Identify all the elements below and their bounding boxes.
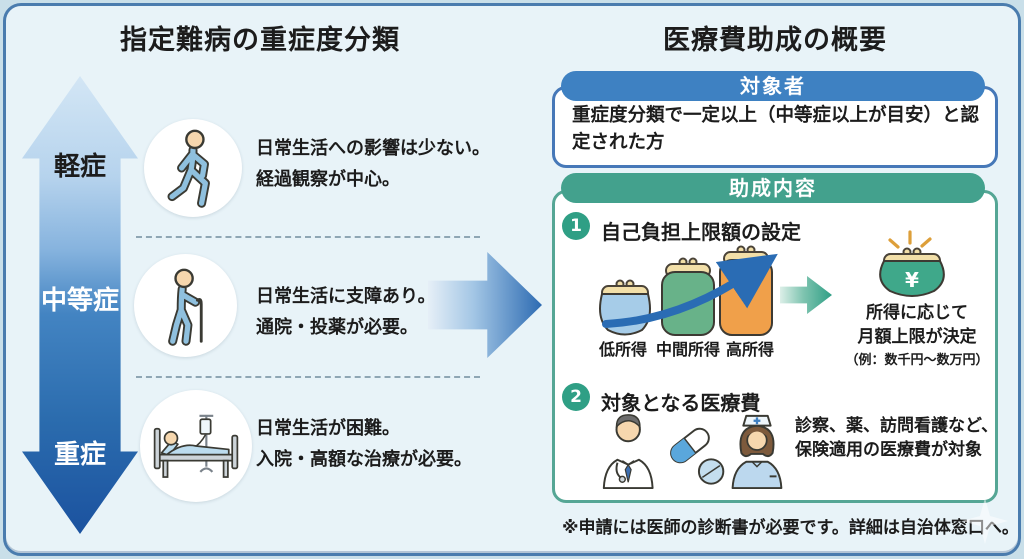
doctor-icon (602, 414, 654, 490)
moderate-row-icon-circle (134, 254, 237, 357)
nurse-icon (731, 414, 783, 490)
rising-trend-arrow-icon (602, 253, 778, 328)
patient-in-bed-icon (146, 408, 246, 484)
result-line3: （例：数千円〜数万円） (845, 353, 989, 368)
severity-gradient-arrow (22, 76, 138, 534)
income-label-middle: 中間所得 (655, 340, 720, 359)
footnote: ※申請には医師の診断書が必要です。詳細は自治体窓口へ。 (562, 518, 1019, 538)
item1-number-badge: 1 (562, 212, 590, 240)
covered-expenses-line1: 診察、薬、訪問看護など、 (795, 416, 999, 436)
severity-label-moderate: 中等症 (40, 286, 119, 316)
subsidy-section-header: 助成内容 (561, 173, 985, 203)
severe-row-text: 日常生活が困難。 入院・高額な治療が必要。 (256, 413, 472, 475)
mild-row-text: 日常生活への影響は少ない。 経過観察が中心。 (256, 133, 490, 195)
income-label-low: 低所得 (598, 340, 647, 359)
right-panel-title: 医療費助成の概要 (663, 25, 887, 56)
target-section-body: 重症度分類で一定以上（中等症以上が目安）と認定された方 (572, 105, 980, 153)
income-label-high: 高所得 (725, 340, 774, 359)
person-with-cane-icon (155, 266, 217, 346)
mild-row-line1: 日常生活への影響は少ない。 (256, 138, 490, 159)
severe-row-icon-circle (140, 390, 252, 502)
yen-purse-graphic: ¥ (872, 228, 952, 300)
severe-row-line2: 入院・高額な治療が必要。 (256, 449, 472, 470)
yen-symbol: ¥ (905, 268, 919, 292)
mild-row-line2: 経過観察が中心。 (256, 169, 400, 190)
row-divider (136, 376, 480, 378)
row-divider (136, 236, 480, 238)
item1-title: 自己負担上限額の設定 (601, 220, 801, 244)
subsidy-section-box (552, 190, 998, 503)
covered-expenses-text: 診察、薬、訪問看護など、 保険適用の医療費が対象 (795, 414, 1005, 462)
severity-label-mild: 軽症 (53, 152, 106, 182)
item2-number-badge: 2 (562, 383, 590, 411)
result-text: 所得に応じて 月額上限が決定 （例：数千円〜数万円） (826, 301, 1008, 373)
moderate-row-line2: 通院・投薬が必要。 (256, 317, 418, 338)
medical-staff-graphic (596, 408, 796, 494)
severe-row-line1: 日常生活が困難。 (256, 418, 400, 439)
mild-row-icon-circle (144, 119, 242, 217)
moderate-row-text: 日常生活に支障あり。 通院・投薬が必要。 (256, 281, 436, 343)
yen-purse-icon: ¥ (879, 247, 945, 297)
severity-label-severe: 重症 (53, 440, 106, 470)
covered-expenses-line2: 保険適用の医療費が対象 (795, 440, 982, 460)
item2-title: 対象となる医療費 (601, 391, 761, 415)
result-line1: 所得に応じて (866, 303, 968, 323)
target-section-header: 対象者 (561, 71, 985, 101)
moderate-row-line1: 日常生活に支障あり。 (256, 286, 436, 307)
result-line2: 月額上限が決定 (857, 327, 977, 347)
sparkle-lines-icon (888, 230, 932, 249)
walking-person-icon (162, 128, 224, 208)
income-purses-graphic (590, 242, 782, 342)
medicine-icon (670, 427, 725, 485)
left-panel-title: 指定難病の重症度分類 (120, 25, 400, 56)
